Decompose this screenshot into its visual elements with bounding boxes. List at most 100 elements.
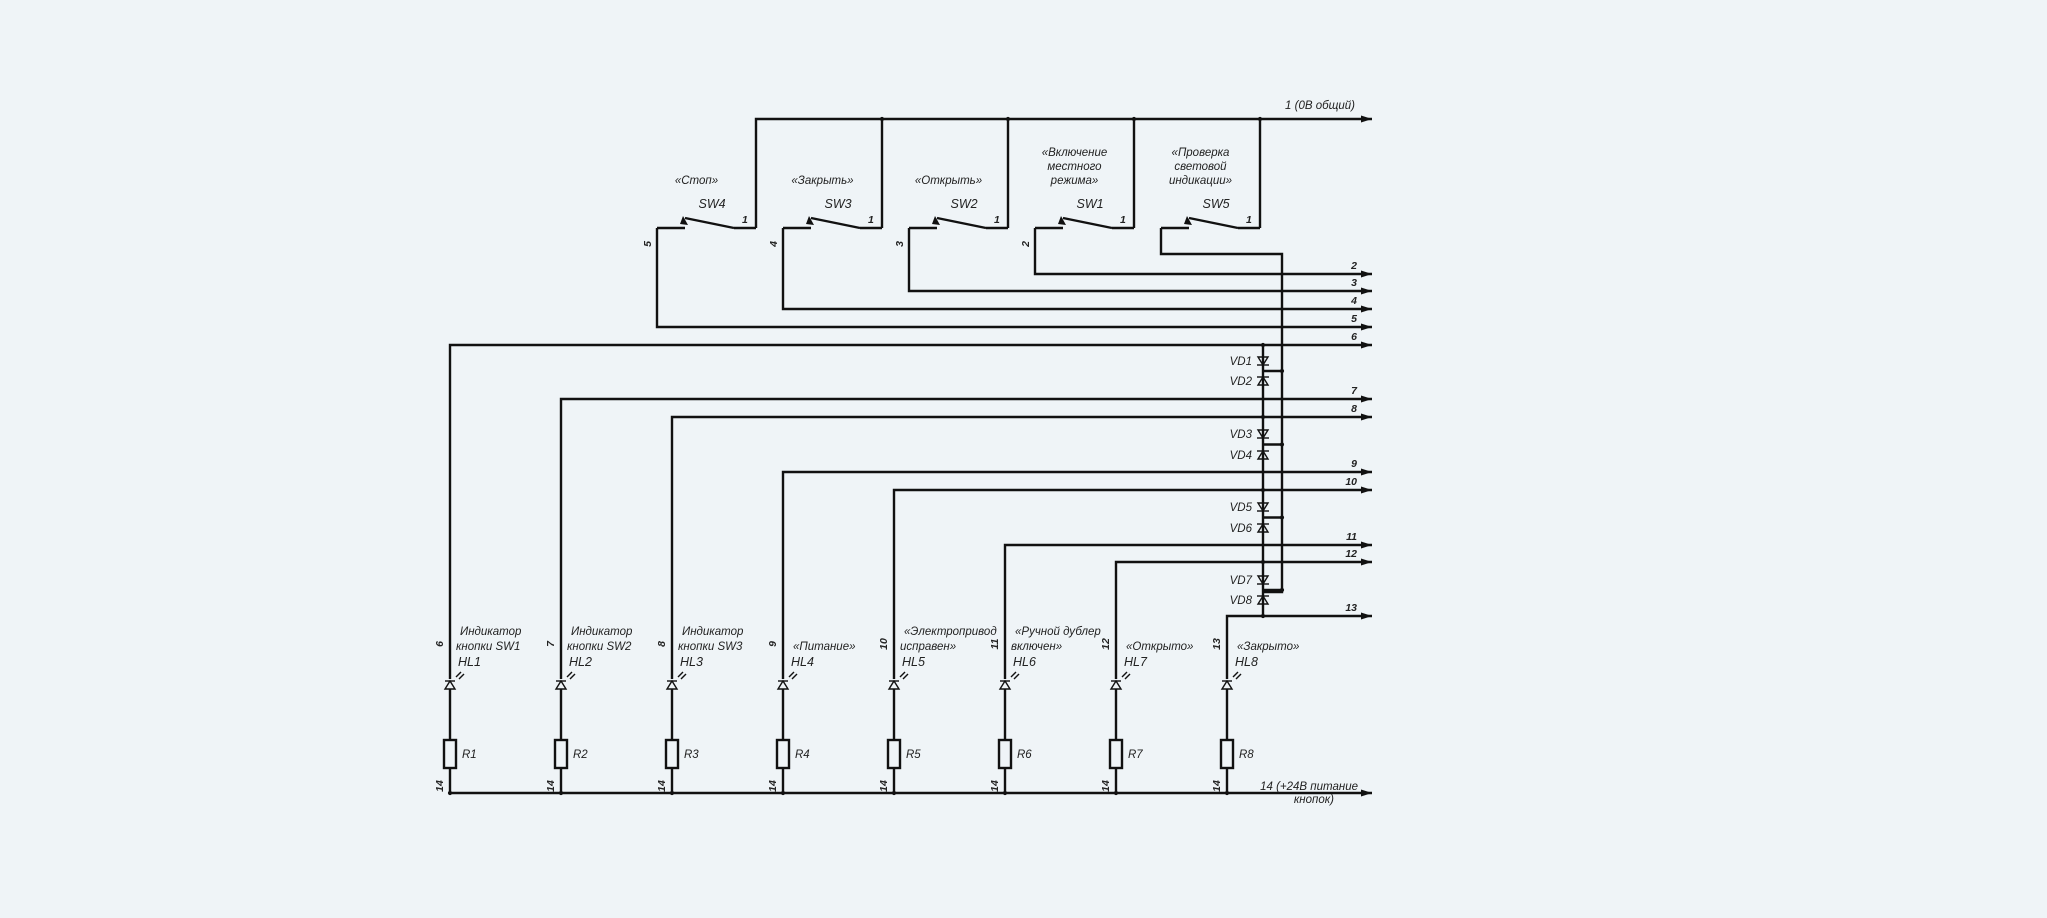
indicator-caption: «Ручной дублер	[1015, 626, 1101, 638]
indicator-bus-number: 14	[656, 780, 668, 792]
junction-dot	[879, 116, 885, 122]
indicator-bus-number: 14	[1100, 780, 1112, 792]
diode-symbol	[1256, 575, 1270, 586]
resistor-body	[442, 738, 458, 770]
output-number: 2	[1350, 260, 1357, 272]
led-ray	[458, 673, 465, 680]
indicator-caption: кнопки SW3	[678, 641, 743, 653]
junction-dot	[1224, 790, 1230, 796]
output-arrow	[1361, 323, 1372, 331]
led-symbol	[443, 679, 457, 690]
bus-bottom-label: кнопок)	[1294, 794, 1334, 806]
junction-dot	[1260, 487, 1266, 493]
indicator-bus-number: 14	[878, 780, 890, 792]
junction-dot	[669, 790, 675, 796]
diode-symbol	[1256, 449, 1270, 460]
output-number: 6	[1351, 331, 1357, 343]
bus-bottom-label: 14 (+24В питание	[1260, 781, 1358, 793]
switch-lever	[684, 216, 735, 230]
switch-pin-left: 4	[768, 241, 780, 248]
switch-id: SW2	[951, 197, 978, 211]
switch-id: SW5	[1203, 197, 1230, 211]
indicator-caption: Индикатор	[460, 626, 522, 638]
led-symbol	[1109, 679, 1123, 690]
output-arrow	[1361, 305, 1372, 313]
switch-id: SW4	[699, 197, 726, 211]
led-ray	[1013, 673, 1020, 680]
switch-pin-right: 1	[994, 214, 1000, 226]
indicator-caption: «Закрыто»	[1237, 641, 1299, 653]
switch-pin-left: 3	[894, 241, 906, 247]
switch-caption: «Проверка	[1172, 147, 1230, 159]
indicator-id: HL4	[791, 655, 814, 669]
led-symbol	[665, 679, 679, 690]
switch-pin-right: 1	[868, 214, 874, 226]
led-symbol	[1220, 679, 1234, 690]
diode-symbol	[1256, 594, 1270, 605]
output-number: 4	[1350, 295, 1357, 307]
indicator-wire	[781, 470, 1372, 679]
switch-actuator	[1184, 216, 1192, 225]
indicator-caption: кнопки SW2	[567, 641, 632, 653]
led-ray	[455, 671, 462, 678]
resistor-body	[1219, 738, 1235, 770]
indicator-id: HL1	[458, 655, 481, 669]
led-symbol	[998, 679, 1012, 690]
resistor-label: R2	[573, 749, 588, 761]
switch-output-wire	[655, 228, 1372, 329]
junction-dot	[1005, 116, 1011, 122]
indicator-caption: кнопки SW1	[456, 641, 520, 653]
output-number: 3	[1351, 277, 1357, 289]
switch-caption: режима»	[1050, 175, 1099, 187]
junction-dot	[1002, 790, 1008, 796]
diode-label: VD7	[1230, 575, 1253, 587]
resistor-label: R6	[1017, 749, 1032, 761]
indicator-wire	[670, 415, 1372, 679]
output-number: 11	[1346, 531, 1357, 543]
resistor-label: R1	[462, 749, 477, 761]
output-arrow	[1361, 287, 1372, 295]
output-arrow	[1361, 486, 1372, 494]
indicator-bus-number: 14	[767, 780, 779, 792]
junction-dot	[1260, 613, 1266, 619]
bus-top-arrow	[1361, 115, 1372, 123]
switch-pin-right: 1	[742, 214, 748, 226]
indicator-wire	[1225, 614, 1372, 679]
indicator-bus-number: 14	[1211, 780, 1223, 792]
output-number: 8	[1351, 403, 1357, 415]
common-bus-0v	[754, 117, 1372, 228]
switch-caption: «Включение	[1042, 147, 1108, 159]
junction-dot	[1279, 442, 1285, 447]
output-arrow	[1361, 395, 1372, 403]
output-arrow	[1361, 541, 1372, 549]
switch-id: SW3	[825, 197, 852, 211]
output-number: 10	[1345, 476, 1357, 488]
indicator-id: HL8	[1235, 655, 1258, 669]
output-number: 5	[1351, 313, 1357, 325]
switch-caption: световой	[1174, 161, 1227, 173]
switch-lever	[936, 216, 987, 230]
resistor-label: R3	[684, 749, 699, 761]
junction-dot	[891, 790, 897, 796]
switch-output-wire	[1033, 228, 1372, 276]
diode-symbol	[1256, 502, 1270, 513]
resistor-body	[886, 738, 902, 770]
led-ray	[1235, 673, 1242, 680]
indicator-caption: исправен»	[900, 641, 956, 653]
resistor-body	[775, 738, 791, 770]
indicator-bus-number: 14	[434, 780, 446, 792]
diode-symbol	[1256, 375, 1270, 386]
junction-dot	[1279, 515, 1285, 520]
output-arrow	[1361, 341, 1372, 349]
led-ray	[1232, 671, 1239, 678]
led-ray	[677, 671, 684, 678]
diode-symbol	[1256, 522, 1270, 533]
indicator-id: HL2	[569, 655, 592, 669]
indicator-id: HL7	[1124, 655, 1148, 669]
indicator-wire-number: 9	[767, 641, 779, 647]
led-ray	[788, 671, 795, 678]
output-arrow	[1361, 413, 1372, 421]
indicator-wire-number: 13	[1211, 638, 1223, 650]
switch-actuator	[806, 216, 814, 225]
resistor-body	[1108, 738, 1124, 770]
